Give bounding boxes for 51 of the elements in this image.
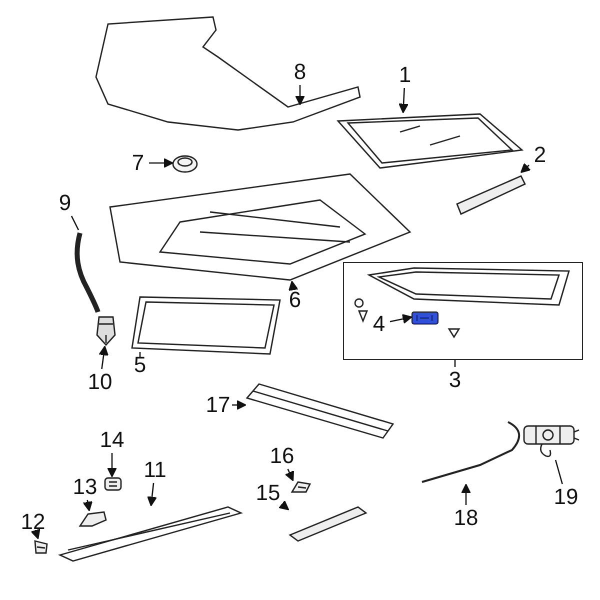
- leader-arrow: [295, 85, 305, 106]
- leader-arrow: [390, 314, 412, 324]
- leader-arrow: [278, 500, 290, 510]
- callout-number: 8: [289, 59, 311, 85]
- leader-arrow: [232, 400, 246, 410]
- callout-number: 17: [204, 392, 232, 418]
- slider-drawing: [78, 510, 108, 528]
- callout-number: 6: [284, 287, 306, 313]
- leader-arrow: [284, 468, 294, 482]
- leader-arrow: [520, 162, 532, 174]
- callout-number: 12: [19, 509, 47, 535]
- clip-drawing: [290, 480, 312, 494]
- cap-drawing: [172, 154, 198, 174]
- callout-number: 1: [394, 62, 416, 88]
- leader-arrow: [398, 88, 409, 114]
- callout-number: 9: [54, 190, 76, 216]
- cable-drawing: [420, 420, 520, 485]
- inset-panel: [343, 262, 583, 360]
- drain-valve-drawing: [95, 315, 117, 347]
- leader-line: [554, 460, 563, 484]
- leader-arrow: [107, 453, 117, 478]
- leader-arrow: [98, 346, 109, 370]
- leader-line: [139, 352, 141, 357]
- leader-arrow: [149, 158, 174, 168]
- callout-number: 18: [452, 505, 480, 531]
- callout-number: 11: [141, 457, 169, 483]
- callout-number: 4: [368, 311, 390, 337]
- callout-number: 19: [552, 484, 580, 510]
- bracket-drawing: [32, 538, 50, 556]
- callout-number: 15: [254, 480, 282, 506]
- clip-drawing: [411, 311, 439, 325]
- callout-number: 14: [98, 427, 126, 453]
- callout-number: 2: [529, 142, 551, 168]
- callout-number: 7: [127, 150, 149, 176]
- callout-number: 16: [268, 443, 296, 469]
- leader-line: [70, 216, 80, 230]
- callout-number: 3: [444, 367, 466, 393]
- leader-arrow: [82, 500, 93, 512]
- callout-number: 5: [129, 352, 151, 378]
- callout-number: 13: [71, 474, 99, 500]
- guide-bracket-drawing: [288, 505, 368, 543]
- guide-rail-drawing: [58, 505, 243, 563]
- callout-number: 10: [86, 369, 114, 395]
- leader-arrow: [147, 482, 157, 506]
- leader-arrow: [30, 528, 40, 540]
- drive-cable-drawing: [245, 380, 395, 440]
- leader-line: [454, 360, 456, 367]
- wind-deflector-drawing: [455, 172, 527, 217]
- leader-arrow: [461, 484, 471, 505]
- stopper-drawing: [103, 476, 123, 492]
- leader-arrow: [288, 280, 298, 292]
